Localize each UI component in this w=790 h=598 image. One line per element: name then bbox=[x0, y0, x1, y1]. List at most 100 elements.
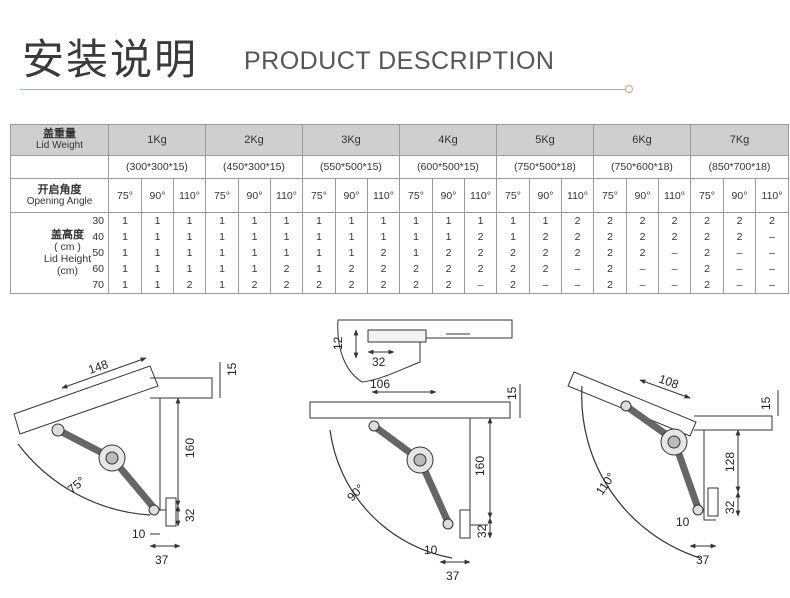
quantity-value: 2 bbox=[477, 263, 484, 275]
quantity-value: 2 bbox=[348, 263, 355, 275]
mount-plate-110 bbox=[707, 487, 719, 517]
pivot-joint-90 bbox=[368, 420, 380, 432]
quantity-value: – bbox=[542, 279, 549, 291]
dim-text-108: 108 bbox=[657, 372, 681, 392]
quantity-value: 2 bbox=[445, 279, 452, 291]
quantity-value: 2 bbox=[542, 247, 549, 259]
quantity-value: 2 bbox=[186, 279, 193, 291]
quantity-value: 1 bbox=[316, 231, 322, 243]
dim-text-10-left: 10 bbox=[132, 527, 146, 541]
quantity-value: 1 bbox=[283, 231, 290, 243]
base-pivot bbox=[148, 504, 160, 516]
quantity-value: 1 bbox=[122, 263, 128, 275]
quantity-value: 2 bbox=[671, 231, 678, 243]
angle-cell: 90° bbox=[529, 178, 562, 213]
quantity-value: 1 bbox=[316, 247, 322, 259]
quantity-value: 1 bbox=[445, 215, 452, 227]
diagram-75 bbox=[13, 357, 221, 549]
quantity-value: 1 bbox=[251, 215, 258, 227]
quantity-value: 1 bbox=[348, 247, 355, 259]
quantity-value: 1 bbox=[348, 215, 355, 227]
cabinet-side bbox=[150, 397, 174, 511]
quantity-value: 2 bbox=[704, 263, 710, 275]
angle-cell: 75° bbox=[496, 178, 530, 213]
angle-cell: 110° bbox=[270, 178, 303, 213]
height-value: 40 bbox=[92, 231, 104, 243]
quantity-value: 1 bbox=[477, 215, 484, 227]
height-value: 70 bbox=[92, 279, 104, 291]
quantity-value: 1 bbox=[122, 231, 128, 243]
quantity-value: 1 bbox=[122, 279, 128, 291]
quantity-value: 1 bbox=[380, 231, 387, 243]
dim-text-10-mid: 10 bbox=[424, 543, 438, 557]
quantity-value: 1 bbox=[122, 215, 128, 227]
quantity-value: 2 bbox=[671, 215, 678, 227]
dim-text-32-right: 32 bbox=[723, 500, 737, 514]
quantity-value: 1 bbox=[251, 247, 258, 259]
damper-core-90 bbox=[413, 453, 427, 467]
height-value: 50 bbox=[92, 247, 104, 259]
quantity-value: 1 bbox=[283, 215, 290, 227]
dim-text-148: 148 bbox=[86, 357, 110, 377]
size-cell: (300*300*15) bbox=[108, 155, 206, 179]
angle-cell: 110° bbox=[658, 178, 691, 213]
weight-cell: 3Kg bbox=[302, 124, 400, 156]
quantity-value: 1 bbox=[154, 215, 161, 227]
quantity-value: 2 bbox=[510, 279, 516, 291]
height-label-en2: (cm) bbox=[57, 265, 78, 277]
height-label-en1: Lid Height bbox=[43, 253, 92, 265]
quantity-value: 2 bbox=[639, 247, 646, 259]
dim-line-top bbox=[61, 357, 147, 389]
quantity-value: 1 bbox=[219, 215, 225, 227]
quantity-value: – bbox=[671, 263, 678, 275]
lid-panel-90 bbox=[309, 401, 511, 419]
quantity-value: 1 bbox=[154, 247, 161, 259]
quantity-value: 2 bbox=[704, 247, 710, 259]
size-cell: (600*500*15) bbox=[399, 155, 497, 179]
quantity-value: 1 bbox=[122, 247, 128, 259]
angle-label-75: 75° bbox=[65, 474, 88, 497]
weight-label-cn: 盖重量 bbox=[43, 128, 76, 140]
quantity-value: 2 bbox=[510, 263, 516, 275]
quantity-value: 1 bbox=[380, 215, 387, 227]
height-label: 盖高度 ( cm ) Lid Height (cm) bbox=[11, 229, 108, 277]
quantity-value: 1 bbox=[186, 215, 193, 227]
size-cell: (450*300*15) bbox=[205, 155, 303, 179]
weight-cell: 4Kg bbox=[399, 124, 497, 156]
page-title-en: PRODUCT DESCRIPTION bbox=[244, 47, 555, 75]
size-row: (300*300*15)(450*300*15)(550*500*15)(600… bbox=[10, 155, 789, 179]
angle-header: 开启角度 Opening Angle bbox=[10, 178, 109, 213]
angle-row: 开启角度 Opening Angle 75°90°110°75°90°110°7… bbox=[10, 178, 789, 213]
quantity-value: – bbox=[769, 231, 775, 243]
quantity-value: 1 bbox=[186, 263, 193, 275]
cabinet-top bbox=[150, 377, 213, 399]
mount-plate-90 bbox=[459, 509, 471, 539]
cabinet-top-110 bbox=[694, 415, 773, 431]
quantity-value: 2 bbox=[542, 263, 549, 275]
quantity-value: 2 bbox=[607, 231, 613, 243]
diagram-90 bbox=[309, 319, 521, 565]
quantity-value: 1 bbox=[510, 231, 516, 243]
quantity-value: – bbox=[477, 279, 484, 291]
quantity-value: 1 bbox=[186, 247, 193, 259]
swing-arc-90 bbox=[329, 429, 453, 559]
angle-cell: 90° bbox=[335, 178, 368, 213]
damper-core-110 bbox=[667, 435, 681, 449]
quantity-value: 2 bbox=[769, 215, 775, 227]
quantity-value: 2 bbox=[607, 215, 613, 227]
